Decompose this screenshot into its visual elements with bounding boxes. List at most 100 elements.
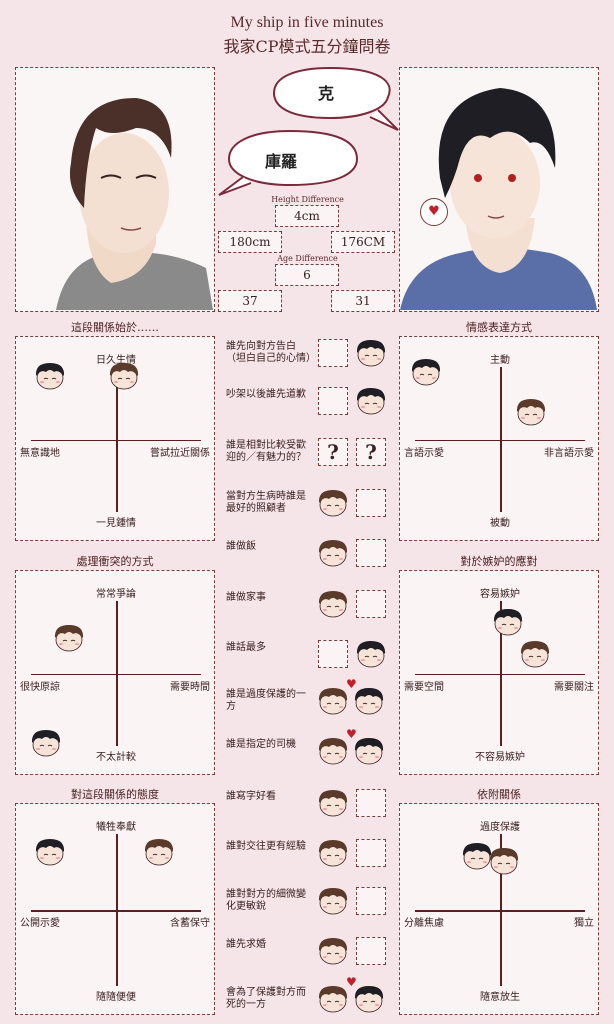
question-text: 誰先求婚 xyxy=(226,939,266,950)
black-hair-chibi-icon xyxy=(351,983,387,1013)
question-text: 誰話最多 xyxy=(226,642,266,653)
brown-hair-chibi-icon xyxy=(315,837,351,867)
age-diff-value: 6 xyxy=(275,264,339,286)
black-hair-chibi-icon xyxy=(459,840,495,870)
axis-label-left: 言語示愛 xyxy=(404,447,444,459)
question-text: 誰對對方的細微變化更敏銳 xyxy=(226,889,306,912)
age-diff-label: Age Difference xyxy=(277,254,338,263)
question-text: 會為了保護對方而死的一方 xyxy=(226,987,306,1010)
title-en: My ship in five minutes xyxy=(230,14,384,31)
black-hair-chibi-icon xyxy=(408,356,444,386)
axis-label-bottom: 隨意放生 xyxy=(480,992,520,1003)
black-hair-chibi-icon xyxy=(351,685,387,715)
black-haired-man-illustration xyxy=(400,88,597,310)
black-hair-chibi-icon xyxy=(353,638,389,668)
axis-label-right: 需要時間 xyxy=(170,681,210,693)
question-text: 誰是過度保護的一方 xyxy=(226,689,306,712)
axis-label-bottom: 不太計較 xyxy=(96,752,136,763)
black-hair-chibi-icon xyxy=(351,735,387,765)
heart-icon: ♥ xyxy=(346,975,357,989)
chart-title: 對於嫉妒的應對 xyxy=(460,555,538,568)
brown-hair-chibi-icon xyxy=(315,487,351,517)
question-text: 吵架以後誰先道歉 xyxy=(226,389,306,400)
height-diff-value: 4cm xyxy=(275,205,339,227)
brown-hair-chibi-icon xyxy=(513,396,549,426)
axis-label-top: 容易嫉妒 xyxy=(480,589,520,600)
answer-box xyxy=(356,789,386,817)
question-text: 誰是指定的司機 xyxy=(226,739,296,750)
question-mark-box: ? xyxy=(318,438,348,466)
left-character-name: 庫羅 xyxy=(265,152,298,171)
answer-box xyxy=(356,887,386,915)
axis-label-top: 常常爭論 xyxy=(96,589,136,600)
brown-hair-chibi-icon xyxy=(315,685,351,715)
heart-icon: ♥ xyxy=(346,727,357,741)
answer-box xyxy=(318,640,348,668)
answer-box xyxy=(318,387,348,415)
axis-label-left: 無意識地 xyxy=(20,447,60,459)
x-axis-line xyxy=(415,673,585,675)
brown-hair-chibi-icon xyxy=(51,622,87,652)
brown-hair-chibi-icon xyxy=(315,735,351,765)
axis-label-right: 嘗試拉近關係 xyxy=(150,447,210,459)
quadrant-chart: 常常爭論不太計較 很快原諒 需要時間 xyxy=(15,570,215,775)
question-text: 誰對交往更有經驗 xyxy=(226,841,306,852)
x-axis-line xyxy=(415,439,585,441)
axis-label-top: 日久生情 xyxy=(96,355,136,366)
brown-hair-chibi-icon xyxy=(315,885,351,915)
quadrant-chart: 過度保護隨意放生 分離焦慮 獨立 xyxy=(399,803,599,1015)
axis-label-top: 犧牲奉獻 xyxy=(96,822,136,833)
black-hair-chibi-icon xyxy=(353,337,389,367)
brown-hair-chibi-icon xyxy=(106,360,142,390)
axis-label-top: 過度保護 xyxy=(480,822,520,833)
axis-label-left: 分離焦慮 xyxy=(404,918,444,929)
black-hair-chibi-icon xyxy=(353,385,389,415)
answer-box xyxy=(318,339,348,367)
brown-hair-chibi-icon xyxy=(315,537,351,567)
black-hair-chibi-icon xyxy=(28,727,64,757)
brown-hair-chibi-icon xyxy=(315,935,351,965)
x-axis-line xyxy=(31,673,201,675)
right-age-value: 31 xyxy=(331,290,395,312)
answer-box xyxy=(356,839,386,867)
axis-label-left: 公開示愛 xyxy=(20,918,60,929)
right-portrait: ♥ xyxy=(399,67,599,312)
axis-label-bottom: 不容易嫉妒 xyxy=(475,752,525,763)
quadrant-chart: 主動被動言語示愛非言語示愛 xyxy=(399,336,599,541)
axis-label-right: 非言語示愛 xyxy=(544,447,594,459)
right-character-name: 克 xyxy=(318,84,335,103)
heart-speech-icon: ♥ xyxy=(420,198,448,226)
question-text: 誰做家事 xyxy=(226,592,266,603)
height-diff-label: Height Difference xyxy=(271,195,344,204)
heart-icon: ♥ xyxy=(346,677,357,691)
x-axis-line xyxy=(31,439,201,441)
right-height-value: 176CM xyxy=(331,231,395,253)
axis-label-left: 很快原諒 xyxy=(20,681,60,693)
left-portrait xyxy=(15,67,215,312)
speech-bubble-right xyxy=(272,66,399,131)
quadrant-chart: 日久生情一見鍾情 無意識地 嘗試拉近關係 xyxy=(15,336,215,541)
brown-hair-chibi-icon xyxy=(315,983,351,1013)
black-hair-chibi-icon xyxy=(32,836,68,866)
axis-label-bottom: 被動 xyxy=(490,518,510,529)
black-hair-chibi-icon xyxy=(32,360,68,390)
title-zh: 我家CP模式五分鐘問卷 xyxy=(223,37,391,56)
x-axis-line xyxy=(415,910,585,912)
axis-label-bottom: 隨隨便便 xyxy=(96,992,136,1003)
axis-label-right: 含蓄保守 xyxy=(170,918,210,929)
answer-box xyxy=(356,590,386,618)
axis-label-bottom: 一見鍾情 xyxy=(96,518,136,529)
question-text: 誰是相對比較受歡迎的／有魅力的？ xyxy=(226,440,306,463)
chart-title: 處理衝突的方式 xyxy=(76,555,154,568)
brown-hair-chibi-icon xyxy=(315,787,351,817)
question-text: 誰做飯 xyxy=(226,541,256,552)
axis-label-right: 獨立 xyxy=(574,918,594,929)
brown-hair-chibi-icon xyxy=(517,638,553,668)
black-hair-chibi-icon xyxy=(490,606,526,636)
left-age-value: 37 xyxy=(218,290,282,312)
answer-box xyxy=(356,489,386,517)
chart-title: 情感表達方式 xyxy=(466,321,532,334)
speech-bubble-left xyxy=(218,129,359,196)
brown-hair-chibi-icon xyxy=(141,836,177,866)
question-text: 當對方生病時誰是最好的照顧者 xyxy=(226,491,306,514)
